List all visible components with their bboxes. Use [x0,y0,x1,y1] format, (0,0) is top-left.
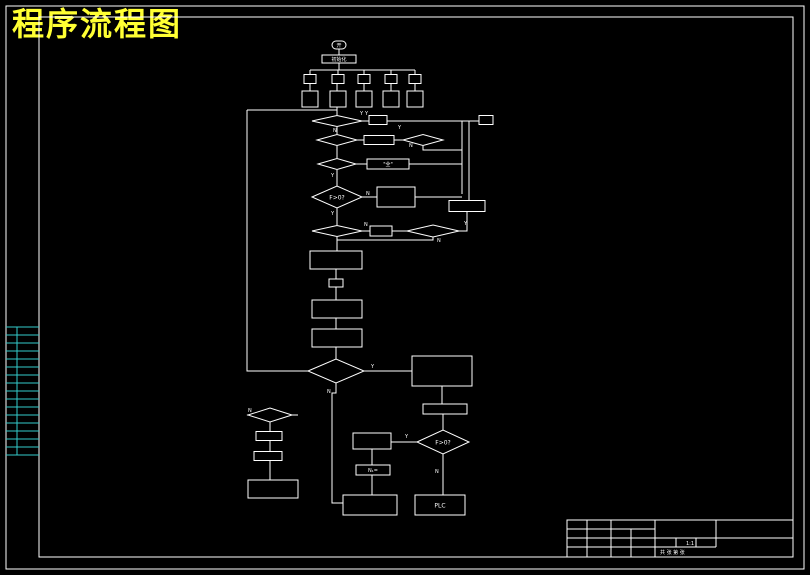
edge [337,237,434,241]
n_b2-shape [331,74,345,84]
edge-label-n6: N [327,389,331,395]
n_a3-shape [366,158,410,170]
n_c5-shape [406,90,424,108]
n_p4-shape [311,328,363,348]
edge [246,110,308,372]
n_b5-shape [408,74,422,84]
n_p1-shape [309,250,363,270]
scale-ratio: 1:1 [686,541,694,547]
edge-label-n2: N [409,143,413,149]
edge-label-y1: Y [364,111,369,117]
n_q2-shape [422,403,468,415]
n_q6-label: PLC [434,503,445,510]
flowchart-edges [246,49,479,504]
n_p2-shape [328,278,344,288]
n_l2-shape [253,451,283,461]
title-block: 1:1共 张 第 张 [566,519,794,558]
edge-label-y6: Y [370,364,375,370]
n_a4-shape [376,186,416,208]
edge-label-y4: Y [330,211,335,217]
edge [459,212,468,232]
edge-label-y3: Y [330,173,335,179]
n_start-shape [331,40,347,50]
drawing-frame [5,5,805,570]
n_d5b-shape [406,224,460,238]
inner-border [38,16,794,558]
n_p3-shape [311,299,363,319]
n_c1-shape [301,90,319,108]
n_a5-shape [369,225,393,237]
edge-label-y7: Y [404,434,409,440]
outer-border [5,5,805,570]
edge [331,383,343,504]
edge-label-n8: N [248,408,252,414]
n_c4-shape [382,90,400,108]
n_q1-shape [411,355,473,387]
n_d2b-shape [401,133,445,147]
n_init-shape [321,54,357,64]
n_d6-shape [306,358,366,384]
n_d4-label: F>0? [329,195,344,202]
n_d2-shape [315,133,359,147]
n_q4-shape [355,464,391,476]
n_c2-shape [329,90,347,108]
n_init-label: 初始化 [331,56,346,63]
revision-strip [6,326,39,456]
n_b4-shape [384,74,398,84]
edge-label-n4: N [364,222,368,228]
n_l3-shape [247,479,299,499]
n_d8-shape [246,407,294,423]
n_q5-shape [342,494,398,516]
edge-labels: Y N Y N Y N Y N Y N Y N Y N Y N [248,111,468,475]
edge [422,146,462,151]
n_start-label: 开 [336,43,341,49]
n_d1-shape [311,114,363,128]
n_far-shape [478,115,494,125]
n_b1-shape [303,74,317,84]
edge-label-y8: Y [359,111,364,117]
page-title: 程序流程图 [12,5,183,43]
edge-label-n1: N [333,128,337,134]
n_r1-shape [448,200,486,212]
edge-label-n3: N [366,191,370,197]
n_b3-shape [357,74,371,84]
n_d3-shape [316,157,358,171]
n_d7-label: F>0? [435,440,450,447]
edge-label-y5: Y [463,221,468,227]
n_d4-shape [310,185,364,209]
n_a3-label: "全" [383,161,393,168]
n_q6-shape [414,494,466,516]
n_l1-shape [255,431,283,441]
edge-label-n7: N [435,469,439,475]
n_a2-shape [363,135,395,145]
n_c3-shape [355,90,373,108]
n_d7-shape [415,429,471,455]
n_a1-shape [368,115,388,125]
sheet-count: 共 张 第 张 [660,549,685,556]
edge-label-y2: Y [397,125,402,131]
n_q3-shape [352,432,392,450]
edge-label-n5: N [437,238,441,244]
n_q4-label: N₁= [368,468,378,474]
n_d5-shape [311,224,363,238]
